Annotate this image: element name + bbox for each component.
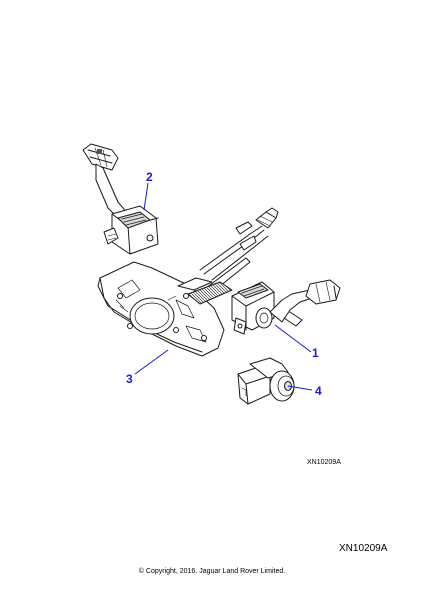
harness-connector [255, 207, 279, 229]
callout-1: 1 [312, 346, 319, 360]
callout-2: 2 [146, 170, 153, 184]
clockspring-bracket [97, 261, 233, 357]
leader-lines [134, 182, 313, 391]
callout-4: 4 [315, 384, 322, 398]
switch-holder [237, 357, 295, 405]
callout-3: 3 [126, 372, 133, 386]
right-stalk-switch [231, 279, 341, 335]
diagram-reference-small: XN10209A [307, 459, 341, 466]
diagram-reference: XN10209A [339, 543, 388, 554]
left-stalk-switch [82, 143, 159, 255]
wiring-harness [199, 221, 269, 295]
copyright-notice: © Copyright, 2016. Jaguar Land Rover Lim… [138, 568, 286, 575]
